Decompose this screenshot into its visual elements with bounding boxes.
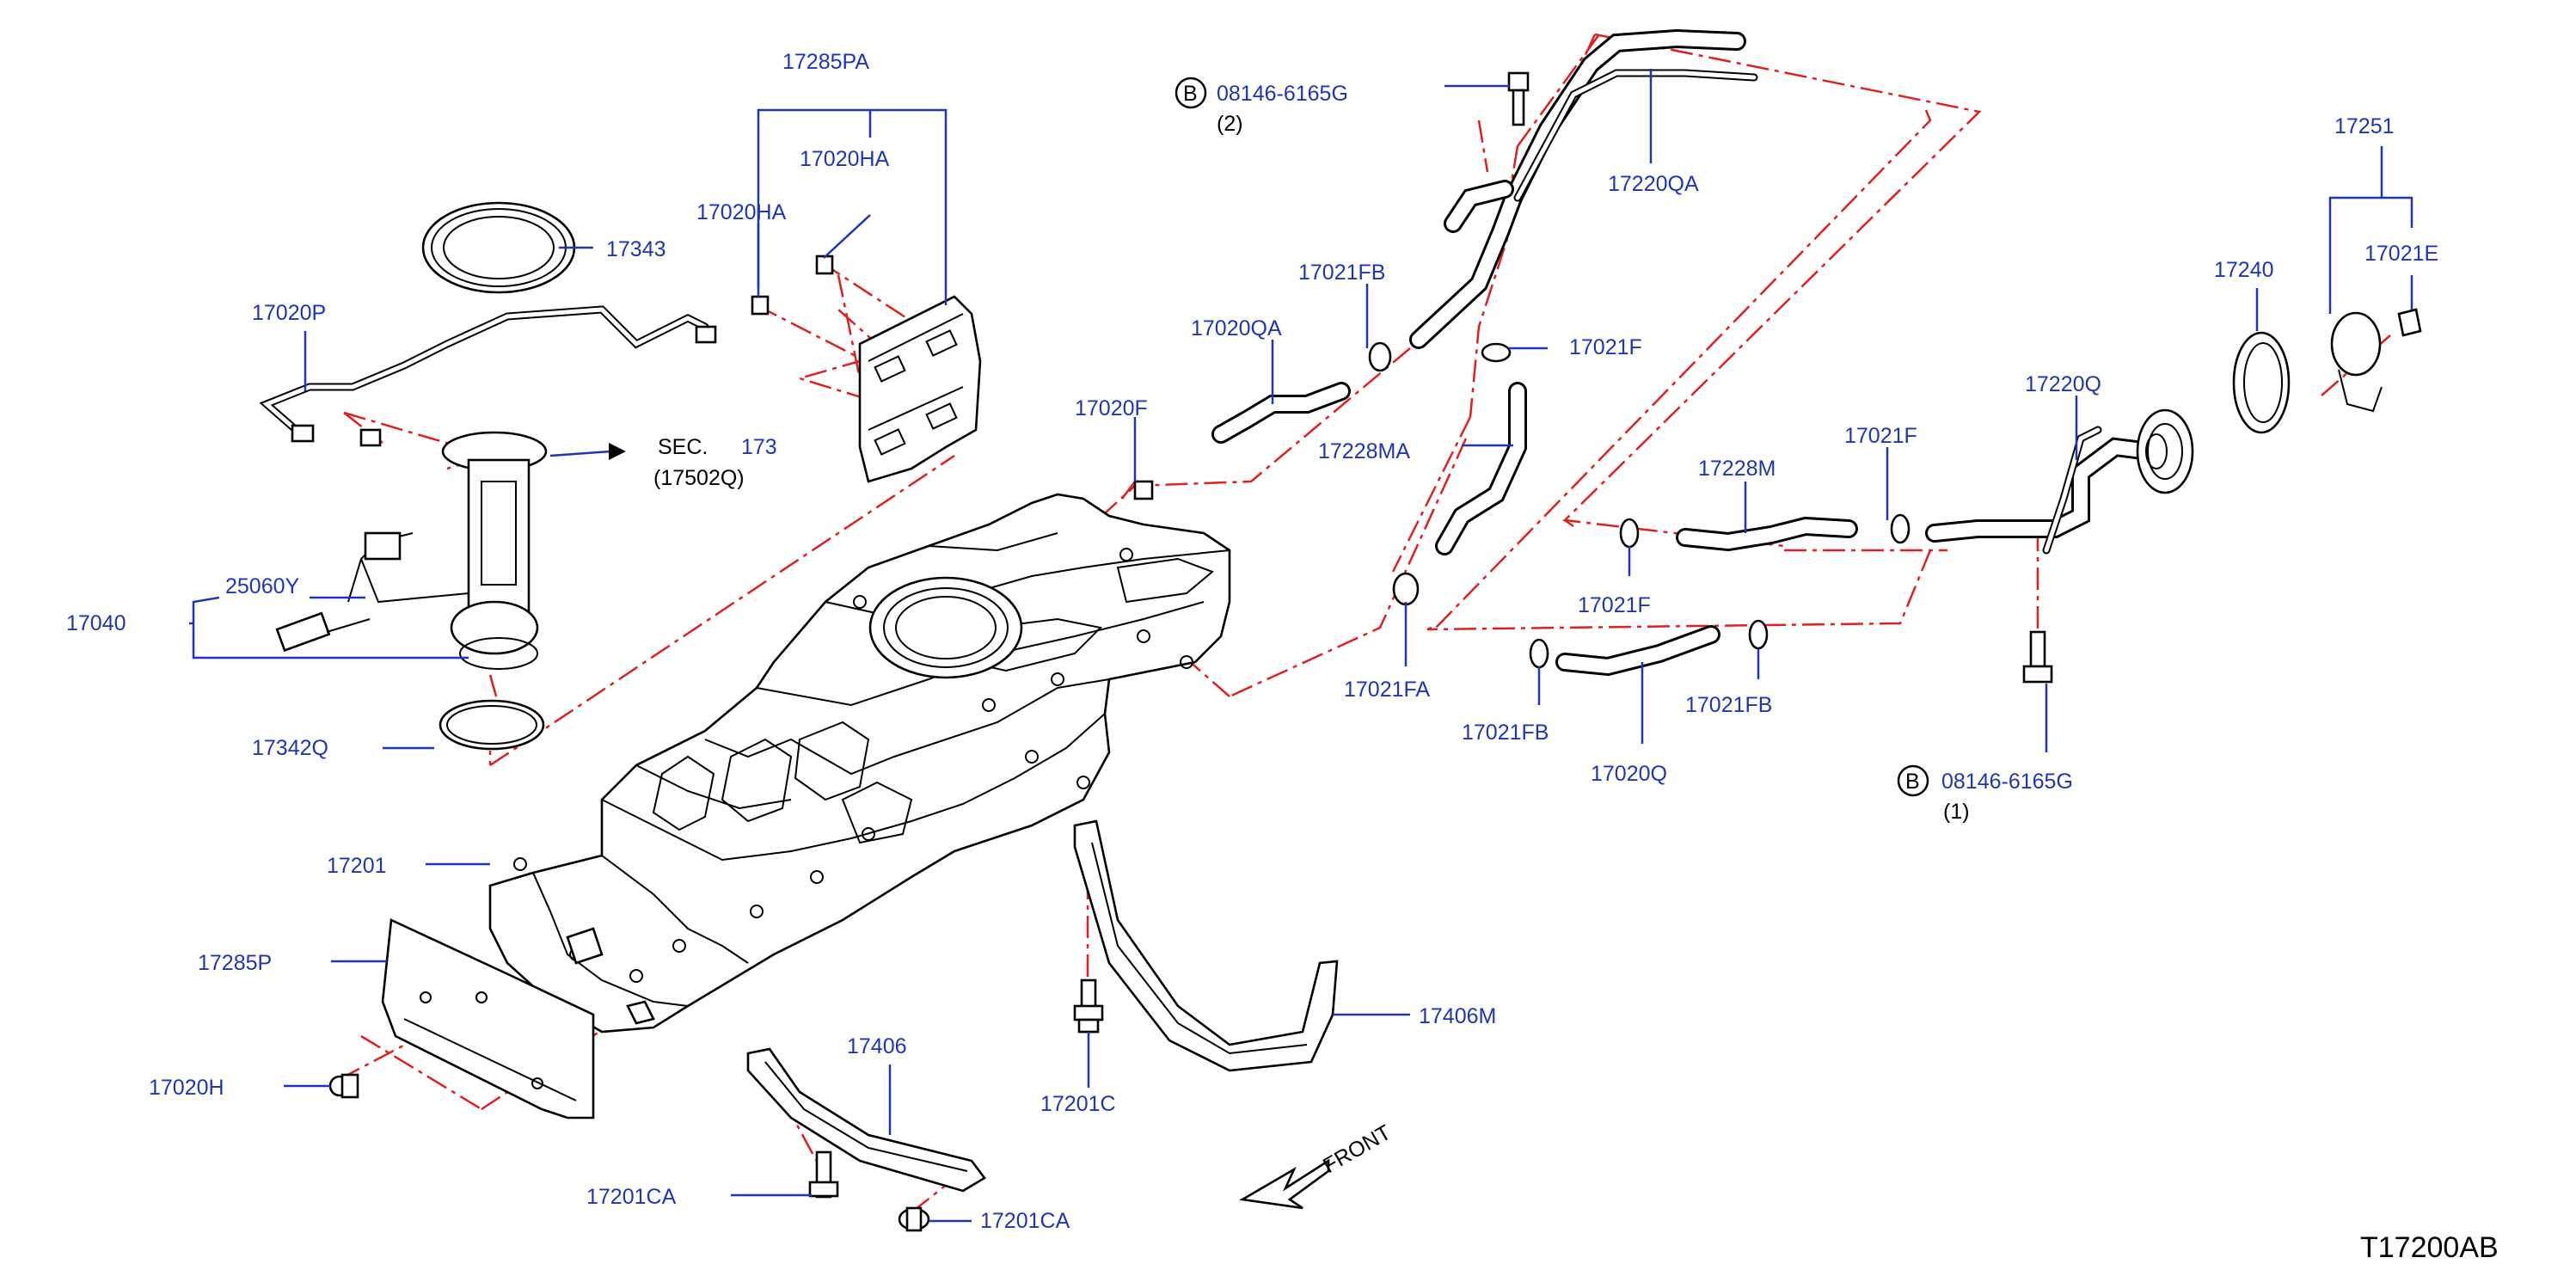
label-sec-ref: (17502Q) [653, 466, 745, 490]
label-17220QA: 17220QA [1608, 172, 1699, 196]
circle-b-bottom [1897, 764, 1929, 797]
label-17040: 17040 [66, 611, 126, 635]
label-17228MA: 17228MA [1318, 439, 1410, 463]
label-17343: 17343 [606, 237, 666, 261]
bolt-17201C [1073, 978, 1104, 1034]
label-17020Q: 17020Q [1591, 762, 1667, 786]
part-labels: 17285PA 17020HA 17020HA 17343 17020P SEC… [66, 50, 2499, 1264]
label-25060Y: 25060Y [225, 574, 300, 598]
label-circle-b-top: B [1183, 82, 1198, 106]
label-17201CA-1: 17201CA [586, 1185, 677, 1209]
label-17228M: 17228M [1698, 457, 1776, 481]
label-17020H: 17020H [149, 1076, 224, 1100]
label-17021FA: 17021FA [1344, 678, 1430, 702]
label-17020HA-lower: 17020HA [696, 200, 787, 224]
label-17020F: 17020F [1075, 396, 1148, 420]
label-17020HA-upper: 17020HA [800, 147, 890, 171]
fuel-pump-module [275, 431, 548, 670]
filler-neck [1925, 408, 2194, 555]
label-17021FB-lower-left: 17021FB [1462, 721, 1549, 745]
tank-strap-front [746, 1047, 986, 1193]
label-17220Q: 17220Q [2025, 372, 2101, 396]
label-17201C: 17201C [1040, 1092, 1116, 1116]
hose-17228M [1676, 516, 1858, 552]
filler-ring-inner [2243, 342, 2283, 423]
label-front: FRONT [1319, 1120, 1395, 1178]
lock-ring [421, 201, 576, 294]
bolt-17201CA-2 [898, 1206, 930, 1232]
clamps [1133, 341, 1911, 669]
bolt-17201CA-1 [808, 1150, 839, 1199]
label-17021F-mid: 17021F [1578, 593, 1651, 617]
label-17406: 17406 [847, 1034, 907, 1058]
hose-17020QA [1211, 382, 1351, 444]
label-17285P: 17285P [198, 951, 272, 975]
diagram-code: T17200AB [2360, 1231, 2499, 1264]
label-sec-num: 173 [741, 435, 777, 459]
front-arrow-icon [1239, 1158, 1330, 1210]
label-17020QA: 17020QA [1191, 316, 1282, 340]
bolt-08146-top [1507, 71, 1530, 126]
label-17342Q: 17342Q [252, 736, 328, 760]
filler-cap [2330, 308, 2422, 413]
centerlines [339, 33, 2391, 1213]
label-bolt-bottom-qty: (1) [1943, 800, 1970, 824]
fuel-tank [488, 493, 1231, 1034]
label-17021F-top: 17021F [1569, 335, 1642, 359]
hose-17020Q [1555, 625, 1720, 677]
o-ring [439, 699, 545, 751]
filler-ring [2232, 331, 2291, 434]
bolt-08146-bottom [2022, 630, 2053, 684]
clip-17020H [328, 1073, 359, 1099]
hose-17228MA [1435, 382, 1527, 555]
filler-tube-upper [1409, 28, 1758, 349]
label-17406M: 17406M [1419, 1004, 1496, 1028]
heat-shield-upper [751, 255, 982, 483]
label-bolt-top: 08146-6165G [1217, 82, 1348, 106]
label-17201: 17201 [327, 854, 387, 878]
label-17240: 17240 [2214, 258, 2274, 282]
label-17021F-right: 17021F [1844, 424, 1917, 448]
label-17021FB-lower-right: 17021FB [1685, 693, 1772, 717]
o-ring-inner [446, 705, 537, 745]
label-bolt-bottom: 08146-6165G [1941, 770, 2073, 794]
label-17285PA: 17285PA [782, 50, 869, 74]
sec-arrow-icon [549, 443, 626, 460]
label-sec: SEC. [658, 435, 708, 459]
label-17021FB-top: 17021FB [1298, 261, 1385, 285]
label-circle-b-bottom: B [1905, 770, 1920, 794]
label-bolt-top-qty: (2) [1217, 112, 1243, 136]
tank-strap-rear [1073, 819, 1339, 1072]
leader-lines [189, 69, 2413, 1223]
fuel-pipe [259, 305, 717, 447]
label-17201CA-2: 17201CA [980, 1209, 1070, 1233]
label-17020P: 17020P [252, 301, 326, 325]
label-17021E: 17021E [2364, 242, 2438, 266]
label-17251: 17251 [2334, 114, 2395, 138]
heat-shield-lower [381, 918, 595, 1120]
circle-b-top [1175, 77, 1207, 109]
